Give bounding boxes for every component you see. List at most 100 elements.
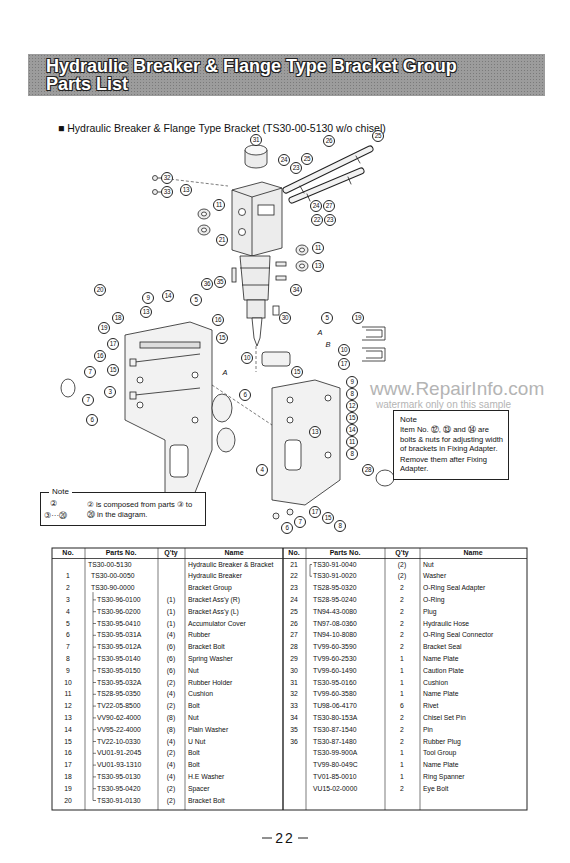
- table-cell: 6: [66, 631, 70, 639]
- table-cell: TV99-80-049C: [313, 761, 358, 769]
- table-cell: TS30-91-0130: [97, 797, 140, 805]
- table-cell: 4: [66, 608, 70, 616]
- table-cell: 20: [64, 797, 72, 805]
- bracket-right: [272, 327, 394, 519]
- table-cell: 2: [400, 631, 404, 639]
- breaker: [153, 145, 309, 346]
- tree-line: [93, 611, 96, 612]
- table-cell: 11: [64, 690, 71, 698]
- callout-number: 6: [281, 522, 293, 534]
- callout-number: 16: [94, 350, 106, 362]
- table-cell: Plug: [423, 608, 437, 616]
- callout-number: 9: [142, 292, 154, 304]
- tree-line: [310, 576, 312, 577]
- callout-number: 17: [338, 358, 350, 370]
- table-cell: 9: [66, 667, 70, 675]
- table-cell: TN97-08-0360: [313, 620, 357, 628]
- breaker: [232, 188, 282, 197]
- tree-line: [93, 694, 96, 695]
- bracket-right: [287, 509, 293, 515]
- breaker: [296, 245, 308, 255]
- table-cell: 26: [290, 620, 298, 628]
- table-cell: O-Ring Seal Connector: [423, 631, 493, 639]
- callout-number: 17: [309, 506, 321, 518]
- callout-number: 20: [94, 284, 106, 296]
- bracket-right: [273, 513, 279, 519]
- callout-number: 10: [338, 344, 350, 356]
- tree-line: [93, 670, 96, 671]
- callout-number: 7: [82, 394, 94, 406]
- callout-number: 13: [140, 306, 152, 318]
- table-cell: 32: [290, 690, 298, 698]
- table-cell: (8): [167, 714, 175, 722]
- table-cell: Bracket Group: [188, 584, 232, 592]
- callout-number: 5: [190, 294, 202, 306]
- table-cell: TS30-95-012A: [97, 643, 141, 651]
- note-marker: ③···⑳: [44, 510, 67, 521]
- callout-number: 7: [294, 516, 306, 528]
- breaker: [202, 228, 207, 232]
- table-cell: 22: [290, 572, 298, 580]
- table-cell: Spacer: [188, 785, 210, 793]
- table-cell: 3: [66, 596, 70, 604]
- parts-table: [185, 548, 186, 810]
- table-cell: 5: [66, 620, 70, 628]
- table-cell: Bolt: [188, 749, 200, 757]
- watermark: www.RepairInfo.com: [370, 378, 544, 400]
- table-cell: Cushion: [423, 679, 448, 687]
- callout-number: 5: [321, 312, 333, 324]
- callout-number: 6: [239, 389, 251, 401]
- bracket-right: [376, 470, 394, 486]
- table-cell: Eye Bolt: [423, 785, 448, 793]
- table-cell: TN94-10-8080: [313, 631, 357, 639]
- breaker: [232, 268, 236, 282]
- table-cell: O-Ring: [423, 596, 445, 604]
- table-cell: U Nut: [188, 738, 205, 746]
- hydraulic-hose: [348, 177, 351, 184]
- table-cell: Rubber Holder: [188, 679, 232, 687]
- tree-line: [93, 647, 96, 648]
- table-cell: (4): [167, 631, 175, 639]
- table-cell: (1): [167, 608, 175, 616]
- table-cell: VU15-02-0000: [313, 785, 357, 793]
- parts-table: [420, 548, 421, 810]
- table-cell: TS30-80-153A: [313, 714, 357, 722]
- tree-line: [93, 565, 312, 801]
- table-cell: (4): [167, 773, 175, 781]
- table-cell: 16: [64, 749, 72, 757]
- table-cell: 8: [66, 655, 70, 663]
- table-cell: Rubber Plug: [423, 738, 461, 746]
- hydraulic-hose: [286, 149, 370, 201]
- hydraulic-hose: [307, 194, 310, 201]
- table-cell: Bolt: [188, 702, 200, 710]
- breaker: [232, 182, 282, 256]
- table-cell: 25: [290, 608, 298, 616]
- bracket-left: [262, 352, 290, 366]
- table-cell: 24: [290, 596, 298, 604]
- callout-number: 14: [162, 290, 174, 302]
- table-cell: TV22-10-0330: [97, 738, 140, 746]
- bracket-left: [137, 377, 143, 383]
- note-text: Item No. ⑫, ⑬ and ⑭ are bolts & nuts for…: [400, 425, 503, 454]
- table-cell: 23: [290, 584, 298, 592]
- callout-number: 11: [312, 242, 324, 254]
- callout-number: 23: [324, 214, 336, 226]
- table-cell: TS30-96-0200: [97, 608, 140, 616]
- table-cell: Washer: [423, 572, 446, 580]
- note-box: Note② is composed from parts ③ to ⑳ in t…: [40, 492, 206, 526]
- table-cell: 2: [400, 738, 404, 746]
- callout-number: 8: [334, 520, 346, 532]
- table-cell: TS30-95-0160: [313, 679, 356, 687]
- title-band: Hydraulic Breaker & Flange Type Bracket …: [28, 54, 545, 96]
- tree-line: [93, 800, 96, 801]
- callout-number: 32: [161, 172, 173, 184]
- table-cell: Tool Group: [423, 749, 456, 757]
- table-cell: 2: [400, 785, 404, 793]
- page-number-dash: [298, 838, 308, 839]
- tree-line: [93, 658, 96, 659]
- callout-number: 15: [291, 366, 303, 378]
- callout-number: 15: [216, 332, 228, 344]
- callout-number: 8: [346, 388, 358, 400]
- table-cell: Cushion: [188, 690, 213, 698]
- view-letter: B: [325, 340, 330, 349]
